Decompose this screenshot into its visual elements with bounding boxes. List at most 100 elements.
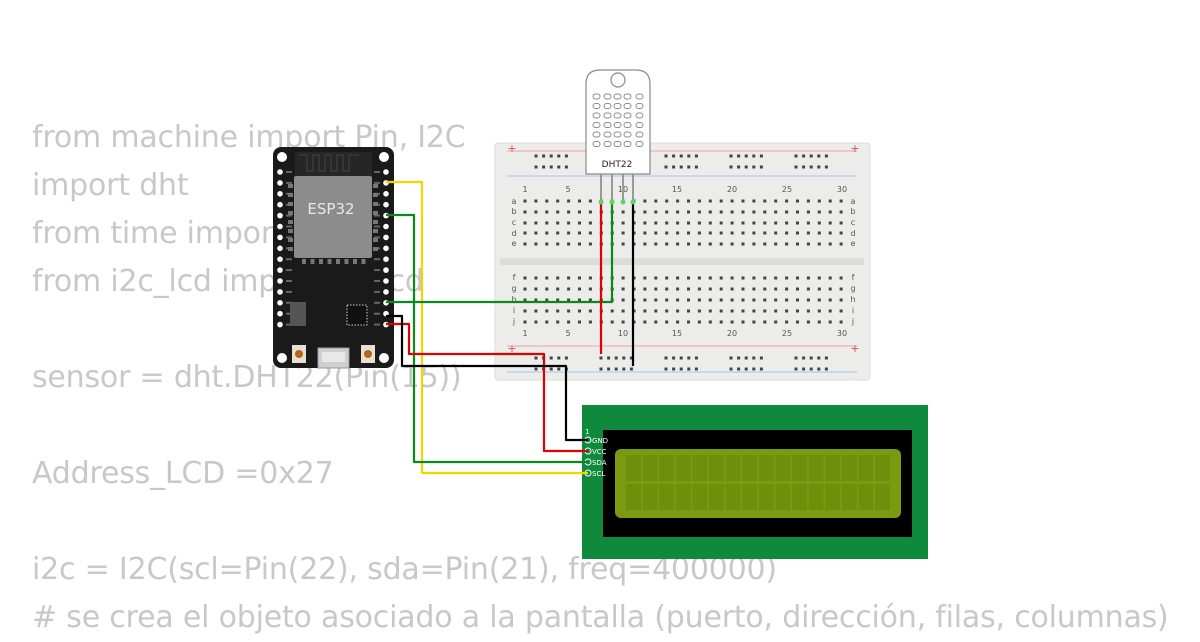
breadboard-hole [676, 221, 680, 225]
lcd-character-cell [626, 484, 641, 510]
breadboard-hole [523, 309, 527, 313]
breadboard-hole [796, 210, 799, 214]
rail-hole [729, 367, 733, 371]
rail-hole [549, 154, 553, 158]
rail-hole [759, 367, 763, 371]
rail-hole [694, 356, 698, 360]
breadboard-hole [817, 287, 821, 291]
dht22-grille-slot [623, 141, 632, 147]
breadboard-hole [708, 242, 712, 246]
esp32-pin [277, 223, 283, 230]
wire-scl-yellow[interactable] [386, 180, 588, 475]
breadboard-hole [806, 210, 810, 214]
breadboard-hole [752, 210, 756, 214]
column-number: 25 [782, 329, 792, 338]
rail-hole [679, 165, 683, 169]
lcd-character-cells [626, 455, 890, 510]
code-line: Address_LCD =0x27 [32, 456, 334, 491]
esp32-pin-trace [374, 236, 380, 239]
wire-gnd-black[interactable] [386, 314, 588, 442]
breadboard-hole [730, 221, 734, 225]
breadboard-labels: 1 5 10 15 20 25 30 1 5 10 15 20 25 30 a … [511, 185, 855, 338]
rail-hole [607, 356, 611, 360]
breadboard-hole [643, 231, 647, 235]
rail-hole [534, 367, 538, 371]
esp32-pin-trace [374, 280, 380, 282]
rail-hole [629, 367, 633, 371]
lcd-character-cell [875, 484, 890, 510]
breadboard-hole [697, 210, 701, 214]
breadboard-hole [545, 210, 549, 214]
breadboard-hole [774, 221, 778, 225]
breadboard-hole [534, 221, 538, 225]
breadboard-hole [578, 221, 581, 225]
row-letter: g [511, 284, 516, 293]
esp32-pin [277, 180, 283, 186]
esp32-board[interactable]: ESP32 [273, 147, 394, 369]
lcd-character-cell [758, 484, 774, 510]
esp32-module-pad [353, 259, 357, 264]
breadboard-hole [534, 231, 538, 235]
esp32-pin [277, 191, 283, 197]
esp32-pin [277, 256, 283, 263]
breadboard-hole [654, 276, 658, 280]
breadboard-hole [719, 287, 723, 291]
breadboard-hole [567, 221, 571, 225]
breadboard-hole [752, 221, 756, 225]
breadboard-hole [556, 221, 560, 225]
rail-hole [664, 367, 668, 371]
row-letter: e [851, 239, 856, 248]
breadboard-hole [654, 221, 658, 225]
esp32-pin [277, 310, 283, 317]
breadboard-hole [763, 210, 767, 214]
rail-hole [672, 154, 676, 158]
breadboard-hole [556, 298, 560, 302]
breadboard-hole [719, 199, 723, 203]
dht22-grille-slot [613, 131, 622, 138]
breadboard-hole [665, 210, 669, 214]
lcd-character-cell [692, 455, 708, 481]
esp32-pin-trace [374, 225, 380, 228]
esp32-mount-hole [277, 152, 287, 162]
lcd-1602-i2c[interactable]: 1 GND VCC SDA SCL [582, 405, 928, 559]
rail-hole [622, 367, 626, 371]
rail-hole [614, 356, 618, 360]
dht22-grille-slot [603, 122, 612, 128]
wire-vcc-red[interactable] [386, 322, 588, 453]
breadboard-hole [621, 276, 625, 280]
esp32-pin [383, 169, 389, 175]
rail-hole [802, 154, 806, 158]
breadboard-hole [588, 199, 592, 203]
breadboard-hole [621, 287, 625, 291]
rail-hole [744, 165, 748, 169]
breadboard-hole [828, 287, 832, 291]
wire-data-green[interactable] [386, 203, 614, 304]
breadboard-hole [665, 276, 669, 280]
breadboard-hole [708, 199, 712, 203]
usb-port-opening [322, 352, 345, 362]
rail-hole [737, 356, 741, 360]
esp32-pin-trace [286, 290, 292, 293]
esp32-module-pad [302, 259, 306, 264]
breadboard-hole [828, 231, 832, 235]
rail-hole [824, 367, 828, 371]
breadboard-hole [697, 298, 701, 302]
column-number: 20 [727, 329, 737, 338]
breadboard-hole [752, 309, 756, 313]
rail-hole [794, 165, 798, 169]
rail-hole [817, 165, 821, 169]
breadboard-hole [828, 199, 832, 203]
rail-hole [752, 165, 756, 169]
wire-sda-green[interactable] [386, 213, 588, 464]
rail-hole [534, 356, 538, 360]
breadboard-hole [588, 287, 592, 291]
breadboard-hole [578, 298, 581, 302]
breadboard[interactable]: + + + + 1 5 10 15 20 25 30 1 5 10 15 20 … [494, 142, 871, 381]
esp32-pin [277, 278, 283, 284]
dht22-sensor[interactable]: DHT22 [585, 69, 651, 203]
code-background: from machine import Pin, I2C import dht … [32, 114, 1169, 642]
breadboard-hole [752, 276, 756, 280]
esp32-pin-trace [374, 171, 380, 173]
esp32-module-pad [373, 229, 378, 233]
breadboard-hole [774, 231, 778, 235]
